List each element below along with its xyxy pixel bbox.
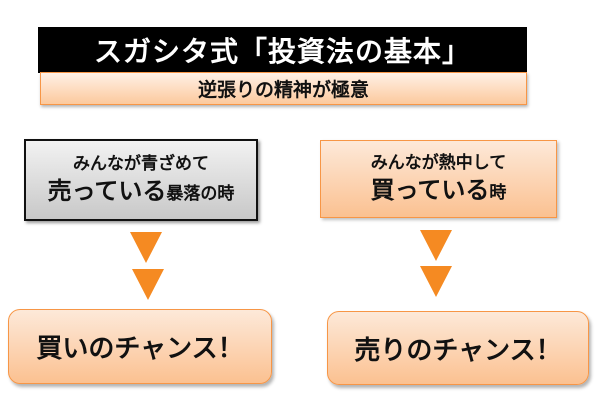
down-arrow-icon [132,269,164,300]
page-title: スガシタ式「投資法の基本」 [38,27,527,73]
condition-line2: 買っている時 [371,175,507,205]
condition-big: 売っている [47,176,167,205]
down-arrow-icon [420,266,452,297]
sell-chance-box: 売りのチャンス！ [327,311,589,385]
condition-line1: みんなが青ざめて [73,154,209,175]
condition-big: 買っている [370,175,490,204]
condition-line2: 売っている暴落の時 [48,176,235,206]
condition-small: 暴落の時 [166,183,235,204]
buy-chance-box: 買いのチャンス！ [8,309,272,384]
down-arrow-icon [420,230,452,261]
condition-small: 時 [489,182,507,203]
condition-line1: みんなが熱中して [370,153,507,174]
subtitle-banner: 逆張りの精神が極意 [40,72,527,105]
crash-condition-box: みんなが青ざめて 売っている暴落の時 [24,139,258,221]
boom-condition-box: みんなが熱中して 買っている時 [320,140,557,218]
down-arrow-icon [130,232,162,263]
